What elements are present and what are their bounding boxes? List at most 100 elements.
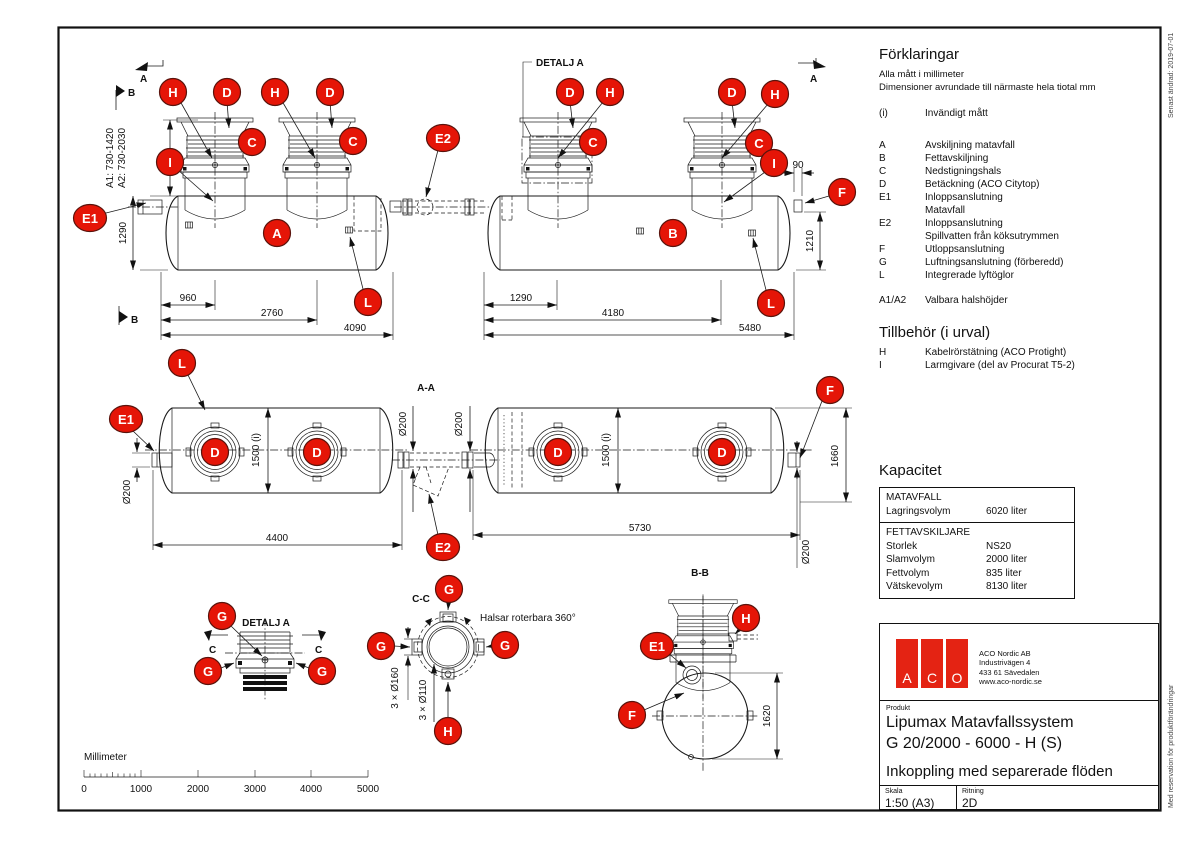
svg-text:A: A	[140, 74, 147, 85]
aco-logo-letter: A	[896, 639, 918, 688]
balloon-h: H	[260, 77, 316, 159]
svg-text:D: D	[210, 445, 219, 460]
section-cc-view: C-C Halsar roterbara 360° 3 × Ø160 3 × Ø…	[366, 574, 576, 746]
balloon-e2: E2	[425, 493, 461, 562]
svg-text:F: F	[838, 185, 846, 200]
detail-a-view: DETALJ A C C G G G	[193, 601, 337, 700]
svg-text:L: L	[767, 296, 775, 311]
svg-text:B: B	[668, 226, 677, 241]
dim-4180: 4180	[484, 280, 722, 325]
balloon-d: D	[302, 437, 332, 467]
product-label: Produkt	[886, 705, 911, 712]
drawing-cell: Ritning 2D	[956, 786, 1158, 810]
product-line1: Lipumax Matavfallssystem	[886, 714, 1074, 731]
section-marker-b-left-bottom: B	[118, 306, 138, 326]
svg-text:1500 (i): 1500 (i)	[251, 433, 262, 467]
scale-drawing-row: Skala 1:50 (A3) Ritning 2D	[880, 785, 1158, 810]
disclaimer-note: Med reservation för produktförändringar	[1168, 684, 1175, 808]
svg-text:E1: E1	[649, 639, 665, 654]
svg-text:4400: 4400	[266, 533, 289, 544]
dim-960: 960	[160, 272, 216, 340]
svg-text:D: D	[727, 85, 736, 100]
svg-text:5480: 5480	[739, 323, 762, 334]
balloon-d: D	[555, 77, 585, 129]
tank-a-plan	[145, 407, 408, 494]
svg-text:4000: 4000	[300, 784, 323, 795]
legend-item-cont: Spillvatten från köksutrymmen	[925, 231, 1059, 242]
svg-text:L: L	[178, 356, 186, 371]
company-name: ACO Nordic AB	[979, 649, 1031, 658]
dim-1290-b: 1290	[483, 272, 558, 340]
dim-dia200-e1: Ø200	[122, 438, 150, 504]
svg-text:3 × Ø160: 3 × Ø160	[390, 667, 401, 709]
svg-text:L: L	[364, 295, 372, 310]
dim-2760: 2760	[161, 280, 318, 325]
section-marker-a-right: A	[798, 58, 826, 85]
company-city: 433 61 Sävedalen	[979, 667, 1040, 677]
svg-text:H: H	[770, 87, 779, 102]
capacity-title: Kapacitet	[879, 462, 942, 479]
svg-text:A1: 730-1420: A1: 730-1420	[105, 128, 116, 188]
svg-text:F: F	[826, 383, 834, 398]
balloon-d: D	[707, 437, 737, 467]
svg-text:A: A	[810, 74, 817, 85]
section-cc-title: C-C	[412, 594, 430, 605]
svg-text:H: H	[443, 724, 452, 739]
svg-text:1210: 1210	[805, 229, 816, 252]
svg-text:2760: 2760	[261, 308, 284, 319]
balloon-h: H	[731, 603, 761, 635]
svg-text:C: C	[348, 134, 358, 149]
balloon-d: D	[200, 437, 230, 467]
svg-text:Ø200: Ø200	[801, 539, 812, 564]
legend-title: Förklaringar	[879, 46, 960, 63]
product-line2: G 20/2000 - 6000 - H (S)	[886, 735, 1063, 752]
svg-text:G: G	[500, 638, 510, 653]
dim-3x110: 3 × Ø110	[418, 664, 437, 722]
svg-text:H: H	[741, 611, 750, 626]
svg-text:1660: 1660	[830, 444, 841, 467]
dim-5480: 5480	[484, 272, 795, 340]
dim-1620: 1620	[712, 672, 783, 760]
scale-bar-label: Millimeter	[84, 752, 127, 763]
detail-a-callout: DETALJ A	[521, 58, 593, 184]
svg-text:960: 960	[180, 293, 197, 304]
section-bb-view: B-B 1620 H E1 F	[617, 568, 783, 772]
svg-text:H: H	[605, 85, 614, 100]
svg-text:D: D	[553, 445, 562, 460]
inlet-pipe-e2-elevation	[394, 198, 492, 216]
legend-panel: Förklaringar Alla mått i millimeter Dime…	[879, 46, 1165, 373]
dim-1210: 1210	[796, 211, 826, 271]
product-subtitle: Inkoppling med separerade flöden	[886, 763, 1113, 780]
inlet-pipe-plan	[392, 451, 500, 497]
dim-dia200-f: Ø200	[794, 441, 812, 568]
svg-text:I: I	[772, 156, 776, 171]
balloon-i: I	[155, 147, 214, 202]
aco-logo-letter: C	[921, 639, 943, 688]
last-modified-note: Senast ändrad: 2019-07-01	[1168, 32, 1175, 118]
dim-1290-height: 1290	[118, 196, 168, 271]
balloon-c: C	[578, 127, 608, 157]
sheet-frame	[57, 26, 1162, 812]
scale-cell: Skala 1:50 (A3)	[880, 786, 956, 810]
svg-text:1290: 1290	[510, 293, 533, 304]
section-marker-b-left-top: B	[115, 85, 135, 110]
dim-4090: 4090	[161, 272, 394, 340]
legend-note: Dimensioner avrundade till närmaste hela…	[879, 81, 1096, 93]
svg-text:A2: 730-2030: A2: 730-2030	[117, 128, 128, 188]
svg-text:H: H	[270, 85, 279, 100]
svg-text:I: I	[168, 155, 172, 170]
svg-text:2000: 2000	[187, 784, 210, 795]
balloon-h: H	[158, 77, 213, 159]
balloon-g: G	[295, 656, 337, 686]
svg-text:1500 (i): 1500 (i)	[601, 433, 612, 467]
